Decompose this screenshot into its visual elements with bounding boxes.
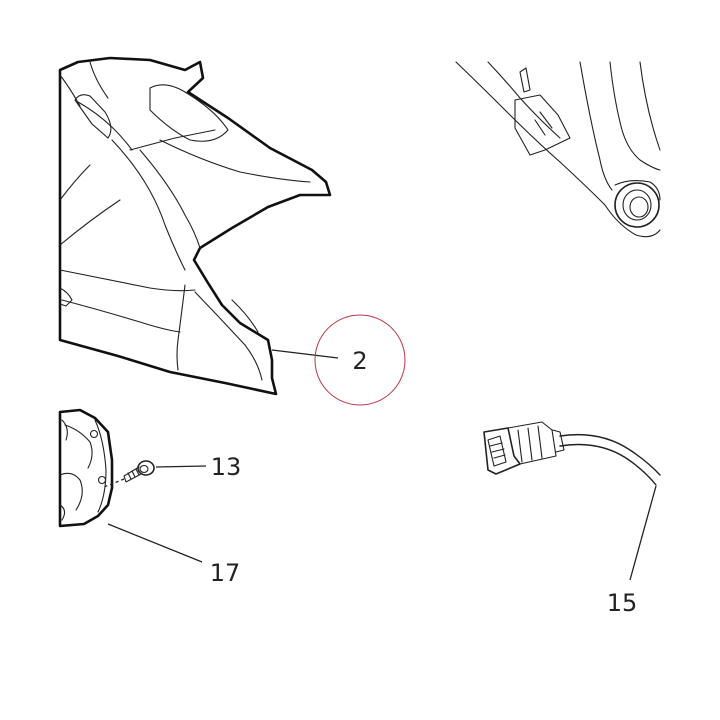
leader-line-15: [629, 485, 657, 581]
part-2-fairing-panel[interactable]: [58, 56, 332, 396]
leader-line-13: [155, 465, 207, 468]
part-15-connector-cable[interactable]: [483, 421, 661, 486]
part-13-screw[interactable]: [103, 460, 155, 488]
leader-line-17: [107, 523, 203, 563]
callout-label-13[interactable]: 13: [211, 453, 242, 481]
leader-line-2: [271, 349, 339, 359]
part-17-bracket[interactable]: [58, 408, 114, 528]
callout-2-highlight-circle: [314, 314, 406, 406]
callout-label-15[interactable]: 15: [607, 589, 638, 617]
callout-label-2[interactable]: 2: [352, 347, 367, 375]
callout-label-17[interactable]: 17: [210, 559, 241, 587]
frame-arm-with-bearing[interactable]: [455, 61, 661, 238]
